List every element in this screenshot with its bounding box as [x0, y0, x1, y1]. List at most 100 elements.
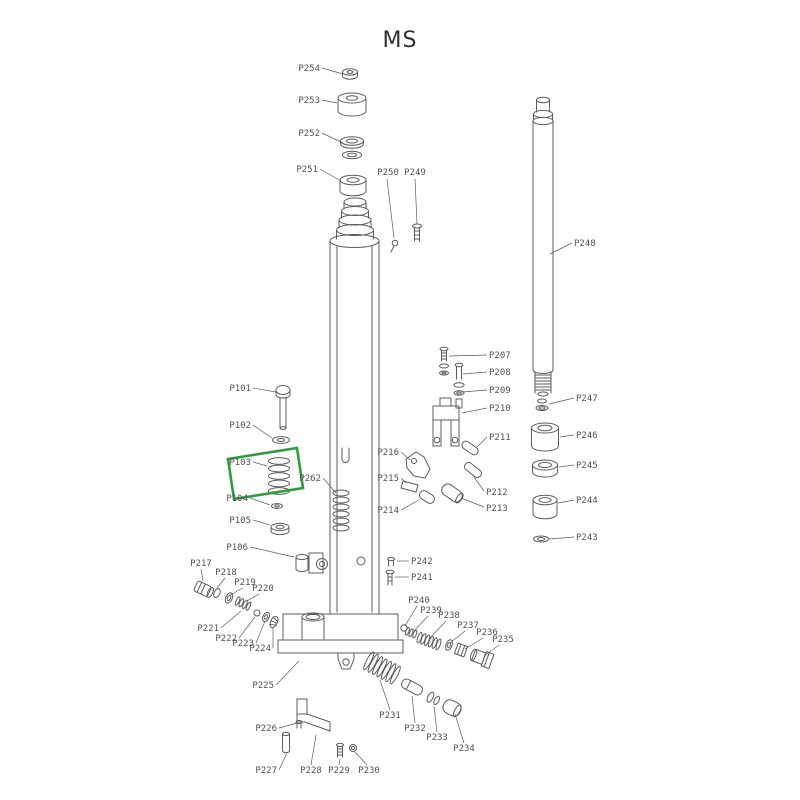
- leader-line-P101: [252, 387, 277, 393]
- part-label-P220: P220: [252, 584, 274, 594]
- sleeve-p213: [441, 483, 464, 504]
- part-label-P240: P240: [408, 596, 430, 606]
- leader-line-P245: [558, 464, 575, 468]
- washers-p233: [426, 691, 441, 706]
- bushing-p246: [531, 422, 559, 452]
- leader-line-P249: [414, 178, 418, 225]
- leader-line-P262: [322, 477, 337, 494]
- part-label-P242: P242: [411, 557, 433, 567]
- leader-line-P253: [321, 99, 338, 104]
- leader-line-P248: [549, 242, 573, 255]
- leader-line-P236: [464, 637, 484, 650]
- nut-p230: [349, 744, 357, 752]
- base-block: [277, 613, 404, 654]
- plug-p217: [193, 580, 214, 598]
- leader-line-P214: [400, 499, 420, 511]
- cap-nut-p253: [337, 92, 367, 117]
- leader-line-P211: [476, 436, 488, 448]
- valve-p224: [269, 615, 279, 629]
- part-label-P224: P224: [249, 644, 271, 654]
- lever-p216: [405, 451, 431, 479]
- leader-line-P244: [557, 499, 575, 504]
- seat-p223: [262, 611, 270, 623]
- pin-p227: [282, 731, 290, 754]
- spring-p220: [234, 596, 252, 611]
- bolt-p226: [295, 719, 303, 729]
- pump-cylinder: [301, 612, 325, 641]
- part-label-P252: P252: [298, 129, 320, 139]
- leader-line-P226: [278, 722, 298, 729]
- part-label-P236: P236: [476, 628, 498, 638]
- leader-line-P251: [319, 168, 342, 182]
- part-label-P101: P101: [229, 384, 251, 394]
- oring-p218: [213, 587, 221, 599]
- leader-line-P105: [252, 519, 271, 526]
- part-label-P103: P103: [229, 458, 251, 468]
- rings-p247: [535, 398, 549, 411]
- part-label-P248: P248: [574, 239, 596, 249]
- part-label-P208: P208: [489, 368, 511, 378]
- leader-line-P104: [249, 497, 271, 506]
- plate-p215: [400, 480, 419, 493]
- leader-line-P223: [255, 620, 266, 644]
- leader-line-P213: [460, 497, 485, 508]
- part-label-P207: P207: [489, 351, 511, 361]
- leader-line-P208: [462, 371, 488, 375]
- part-label-P231: P231: [379, 711, 401, 721]
- pin-p212: [463, 461, 483, 479]
- part-label-P218: P218: [215, 568, 237, 578]
- leader-line-P103: [252, 461, 268, 467]
- part-label-P227: P227: [255, 766, 277, 776]
- leader-line-P239: [413, 615, 429, 632]
- part-label-P235: P235: [492, 635, 514, 645]
- part-label-P209: P209: [489, 386, 511, 396]
- leader-line-P229: [338, 758, 341, 766]
- spring-p103: [268, 457, 290, 495]
- cap-p234: [442, 699, 462, 718]
- leader-line-P222: [238, 616, 256, 639]
- part-label-P239: P239: [420, 606, 442, 616]
- leader-line-P237: [449, 630, 466, 644]
- part-label-P247: P247: [576, 394, 598, 404]
- part-label-P234: P234: [453, 744, 475, 754]
- main-cylinder: [329, 234, 380, 615]
- part-label-P223: P223: [232, 639, 254, 649]
- part-label-P245: P245: [576, 461, 598, 471]
- leader-line-P238: [429, 620, 447, 639]
- highlight-box: [226, 446, 305, 501]
- link-bracket: [308, 552, 328, 574]
- washer-p237: [445, 639, 453, 651]
- part-label-P104: P104: [226, 494, 248, 504]
- overload-valve-cluster: [363, 624, 495, 718]
- handle-tube-p248: [532, 96, 554, 397]
- leader-line-P247: [548, 397, 575, 405]
- leader-line-P254: [321, 67, 344, 75]
- part-label-P211: P211: [489, 433, 511, 443]
- screw-stack-p208-p209: [453, 362, 465, 409]
- leader-line-P227: [278, 752, 288, 771]
- screw-p249: [412, 223, 422, 242]
- screw-stack-p207: [439, 346, 449, 376]
- ball-p222: [253, 609, 261, 617]
- part-label-P246: P246: [576, 431, 598, 441]
- screw-p241: [385, 569, 395, 586]
- ring-p243: [533, 535, 549, 543]
- part-label-P219: P219: [234, 578, 256, 588]
- part-label-P243: P243: [576, 533, 598, 543]
- part-label-P228: P228: [300, 766, 322, 776]
- bolt-p242: [387, 556, 395, 567]
- part-label-P210: P210: [489, 404, 511, 414]
- exploded-view-artwork: [193, 68, 559, 758]
- washer-p104: [271, 503, 283, 509]
- part-label-P230: P230: [358, 766, 380, 776]
- diagram-title: MS: [383, 28, 418, 53]
- part-label-P237: P237: [457, 621, 479, 631]
- spring-p262: [332, 489, 350, 532]
- leader-line-P230: [354, 751, 368, 766]
- part-label-P233: P233: [426, 733, 448, 743]
- leader-line-P221: [220, 610, 242, 629]
- part-label-P102: P102: [229, 421, 251, 431]
- part-label-P251: P251: [296, 165, 318, 175]
- washer-p102: [272, 436, 290, 444]
- leader-line-P243: [548, 536, 575, 540]
